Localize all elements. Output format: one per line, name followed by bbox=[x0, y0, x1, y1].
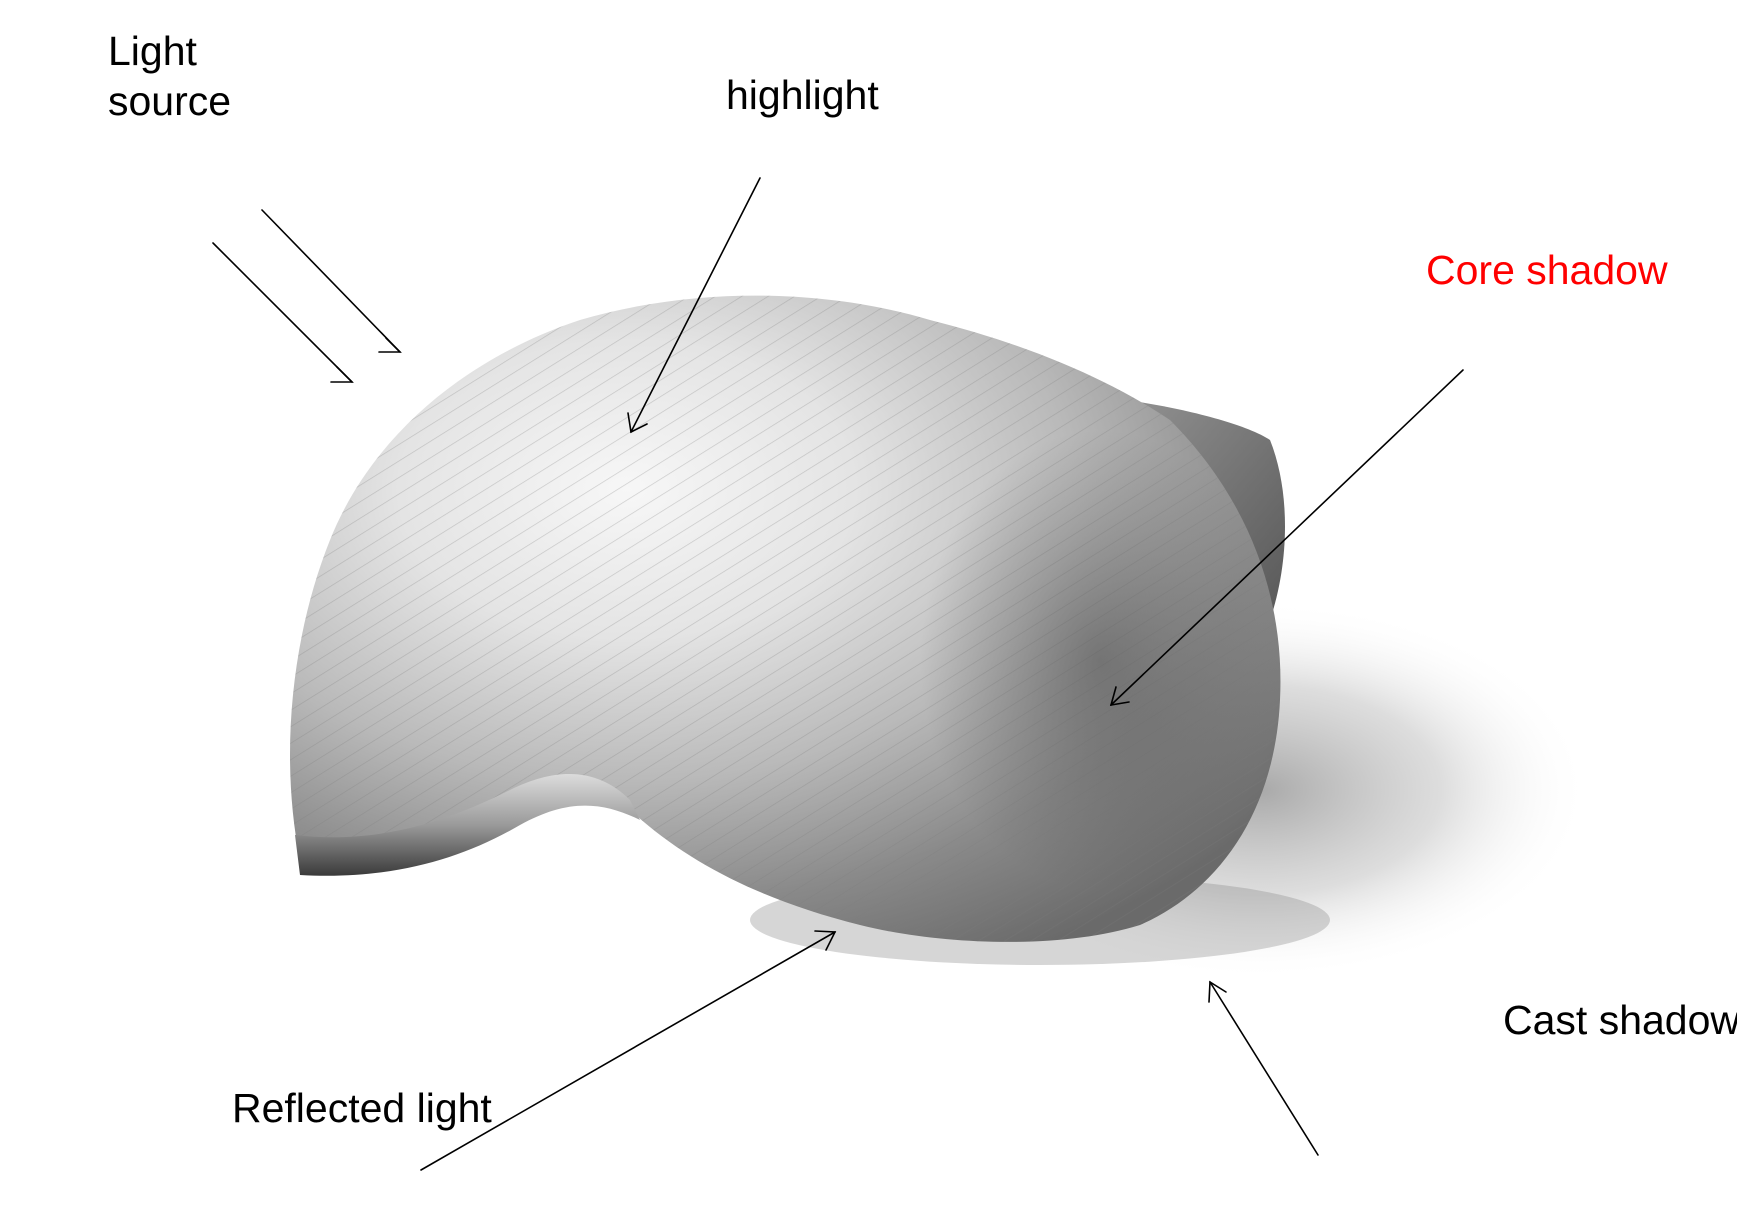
core-shadow-area bbox=[920, 430, 1280, 890]
cast-shadow-label: Cast shadow bbox=[1503, 995, 1737, 1045]
reflected-light-arrow bbox=[421, 931, 835, 1170]
core-shadow-label: Core shadow bbox=[1426, 245, 1668, 295]
light-source-label: Light source bbox=[108, 26, 268, 126]
reflected-light-label: Reflected light bbox=[232, 1083, 492, 1133]
cast-shadow-arrow bbox=[1209, 982, 1318, 1155]
highlight-label: highlight bbox=[726, 70, 879, 120]
light-arrow-1 bbox=[213, 243, 352, 382]
light-arrow-2 bbox=[262, 210, 400, 352]
